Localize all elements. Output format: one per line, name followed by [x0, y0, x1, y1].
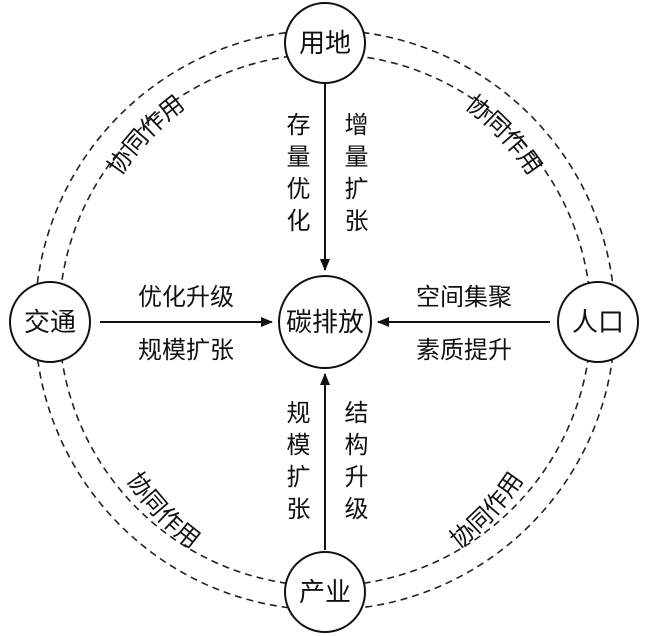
node-land: 用地: [284, 2, 366, 84]
ring-label-bottom-right: 协同作用: [445, 467, 529, 554]
edge-label-traffic-top: 优化升级: [138, 283, 234, 311]
edge-label-population-bottom: 素质提升: [416, 336, 512, 364]
ring-label-bottom-left: 协同作用: [121, 467, 205, 554]
node-land-label: 用地: [299, 29, 351, 59]
node-traffic: 交通: [9, 281, 91, 363]
node-industry-label: 产业: [299, 578, 351, 608]
edge-label-industry-left: 规模扩张: [282, 400, 310, 528]
edge-label-traffic-bottom: 规模扩张: [138, 336, 234, 364]
ring-label-top-left: 协同作用: [102, 90, 189, 180]
edge-label-land-right: 增量扩张: [340, 112, 368, 240]
edge-label-land-left: 存量优化: [282, 112, 310, 240]
node-center: 碳排放: [278, 275, 372, 369]
edge-label-industry-right: 结构升级: [340, 400, 368, 528]
node-population-label: 人口: [572, 308, 624, 338]
node-population: 人口: [557, 281, 639, 363]
node-center-label: 碳排放: [286, 308, 364, 338]
node-industry: 产业: [284, 551, 366, 633]
edge-label-population-top: 空间集聚: [416, 283, 512, 311]
ring-label-top-right: 协同作用: [461, 90, 548, 180]
node-traffic-label: 交通: [24, 308, 76, 338]
